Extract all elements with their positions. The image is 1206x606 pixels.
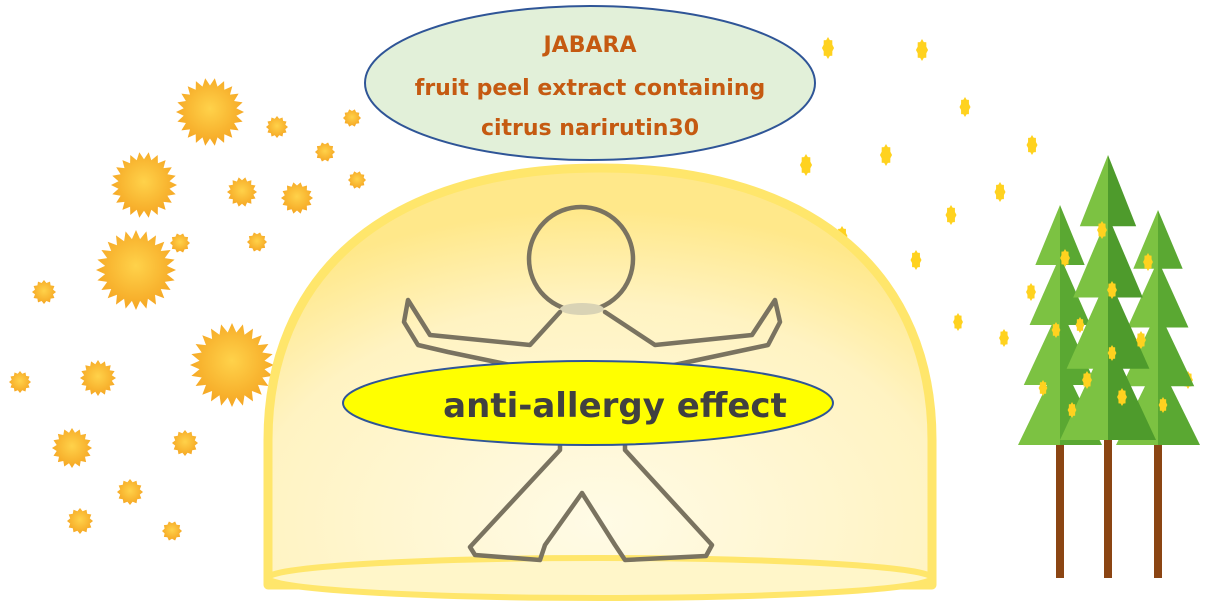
pollen-icon bbox=[1097, 221, 1107, 239]
pollen-icon bbox=[315, 142, 335, 162]
pollen-icon bbox=[117, 479, 143, 505]
pollen-icon bbox=[1107, 345, 1117, 361]
pollen-icon bbox=[111, 152, 177, 218]
center-label-text: anti-allergy effect bbox=[443, 386, 787, 426]
pollen-icon bbox=[945, 205, 957, 225]
cedar-tree-icon bbox=[1060, 155, 1156, 578]
top-label-line-1: JABARA bbox=[542, 33, 637, 58]
top-label-bubble: JABARA fruit peel extract containing cit… bbox=[364, 5, 816, 161]
pollen-icon bbox=[1136, 331, 1146, 349]
pollen-icon bbox=[227, 177, 257, 207]
pollen-icon bbox=[67, 508, 93, 534]
pollen-icon bbox=[80, 360, 116, 396]
pollen-icon bbox=[96, 230, 176, 310]
pollen-icon bbox=[1117, 388, 1127, 406]
pollen-icon bbox=[879, 144, 893, 166]
pollen-icon bbox=[821, 37, 835, 59]
pollen-icon bbox=[343, 109, 361, 127]
pollen-icon bbox=[959, 97, 971, 117]
pollen-icon bbox=[281, 182, 313, 214]
pollen-icon bbox=[170, 233, 190, 253]
pollen-icon bbox=[1143, 253, 1153, 271]
pollen-icon bbox=[247, 232, 267, 252]
cedar-trees bbox=[1018, 155, 1200, 578]
pollen-icon bbox=[1158, 397, 1168, 413]
top-label-line-2: fruit peel extract containing bbox=[415, 76, 765, 101]
pollen-icon bbox=[172, 430, 198, 456]
pollen-icon bbox=[52, 428, 92, 468]
pollen-icon bbox=[1067, 402, 1077, 418]
pollen-icon bbox=[910, 250, 922, 270]
pollen-icon bbox=[1075, 317, 1085, 333]
pollen-icon bbox=[348, 171, 366, 189]
pollen-icon bbox=[9, 371, 31, 393]
pollen-icon bbox=[1060, 249, 1070, 267]
pollen-icon bbox=[915, 39, 929, 61]
pollen-icon bbox=[176, 78, 244, 146]
pollen-icon bbox=[1038, 380, 1048, 396]
pollen-icon bbox=[1026, 283, 1036, 301]
pollen-icon bbox=[953, 313, 963, 331]
pollen-icon bbox=[1026, 135, 1038, 155]
center-label-bubble: anti-allergy effect bbox=[342, 360, 834, 446]
pollen-icon bbox=[32, 280, 56, 304]
pollen-icon bbox=[190, 323, 274, 407]
pollen-icon bbox=[799, 154, 813, 176]
pollen-icon bbox=[999, 329, 1009, 347]
pollen-icon bbox=[162, 521, 182, 541]
pollen-icon bbox=[266, 116, 288, 138]
person-icon bbox=[401, 204, 783, 563]
pollen-icon bbox=[1082, 371, 1092, 389]
pollen-icon bbox=[1107, 281, 1117, 299]
pollen-icon bbox=[1051, 322, 1061, 338]
top-label-line-3: citrus narirutin30 bbox=[481, 116, 699, 141]
pollen-icon bbox=[994, 182, 1006, 202]
pollen-cloud-left bbox=[9, 78, 366, 541]
